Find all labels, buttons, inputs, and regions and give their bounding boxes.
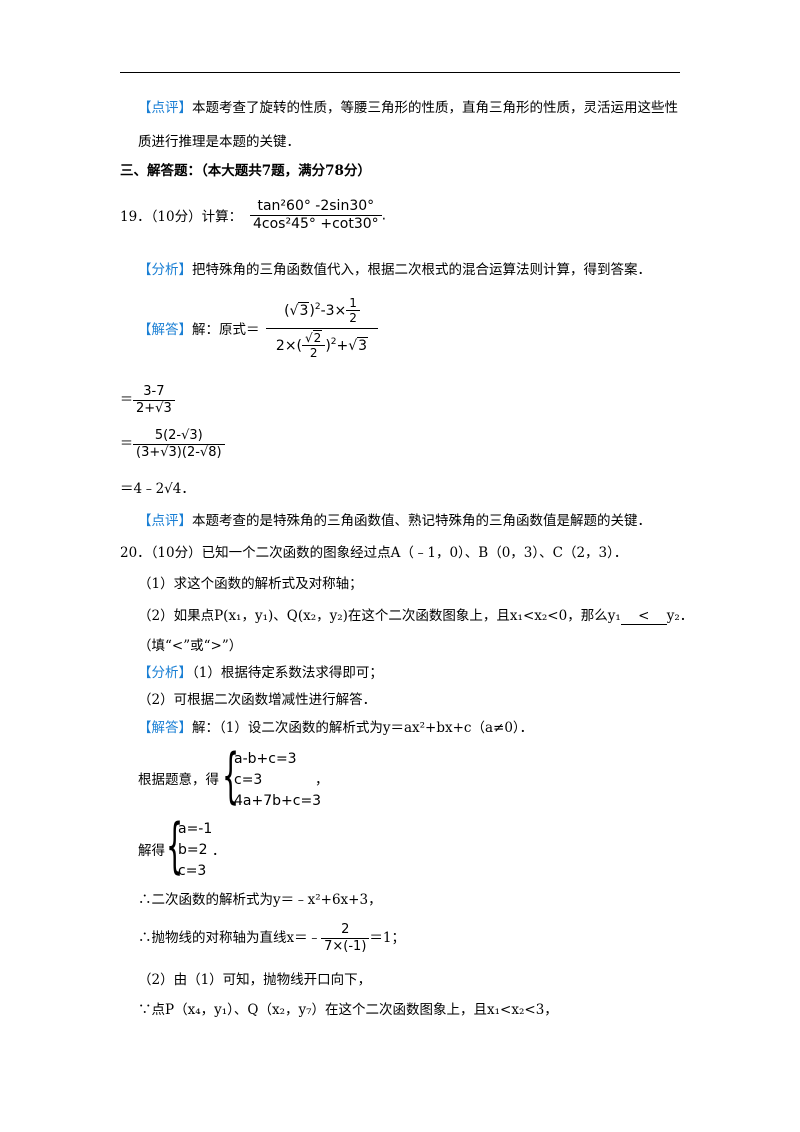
q20-sys1-eq1: a-b+c=3 <box>234 751 297 767</box>
q19-comment-tag: 【点评】 <box>138 513 192 529</box>
q19-answer-lead: 解：原式＝ <box>192 322 260 338</box>
q20-stem-line: 20．（10分）已知一个二次函数的图象经过点A（﹣1，0）、B（0，3）、C（2… <box>120 545 627 561</box>
q20-part2-solution: （2）由（1）可知，抛物线开口向下， <box>138 972 372 988</box>
section-title: 三、解答题： <box>120 163 201 179</box>
q19-step3-num: 5(2-√3) <box>154 428 203 443</box>
comment-text-1: 本题考查了旋转的性质，等腰三角形的性质，直角三角形的性质，灵活运用这些性 <box>192 100 678 116</box>
q20-blank: < <box>620 608 667 626</box>
q20-sys2-eq1: a=-1 <box>178 821 213 837</box>
q20-part2-hint: （填“<”或“>”） <box>138 638 243 654</box>
q20-axis-num: 2 <box>341 922 350 937</box>
q20-sys1-eq2: c=3 <box>234 772 263 788</box>
q20-part2-line: （2）如果点P(x₁，y₁)、Q(x₂，y₂)在这个二次函数图象上，且x₁<x₂… <box>138 608 694 626</box>
q20-analysis-line-1: 【分析】（1）根据待定系数法求得即可； <box>138 665 383 681</box>
q19-analysis: 【分析】把特殊角的三角函数值代入，根据二次根式的混合运算法则计算，得到答案． <box>138 262 651 278</box>
q19-comment: 【点评】本题考查的是特殊角的三角函数值、熟记特殊角的三角函数值是解题的关键． <box>138 513 651 529</box>
q19-analysis-tag: 【分析】 <box>138 262 192 278</box>
q20-part2-end: y₂． <box>666 608 694 624</box>
section-note: （本大题共7题，满分78分） <box>201 163 371 179</box>
q19-step3-den: (3+√3)(2-√8) <box>133 443 225 461</box>
q19-step2: ＝ 3-7 2+√3 <box>120 384 175 416</box>
q19-step4: ＝4﹣2√4． <box>120 481 195 497</box>
comment-line-1: 【点评】本题考查了旋转的性质，等腰三角形的性质，直角三角形的性质，灵活运用这些性 <box>138 100 678 116</box>
q19-score: （10分）计算： <box>150 209 243 225</box>
q20-sys1: a-b+c=3 c=3 4a+7b+c=3 <box>234 749 321 812</box>
q20-axis-den: 7×(-1) <box>321 937 370 955</box>
q19-number-line: 19．（10分）计算： <box>120 209 242 225</box>
q20-stem: （10分）已知一个二次函数的图象经过点A（﹣1，0）、B（0，3）、C（2，3）… <box>150 545 628 561</box>
q19-step2-den: 2+√3 <box>133 399 175 417</box>
comment-tag: 【点评】 <box>138 100 192 116</box>
q20-answer-tag: 【解答】 <box>138 720 192 736</box>
section-heading: 三、解答题：（本大题共7题，满分78分） <box>120 163 371 179</box>
q20-sys1-brace: { <box>222 741 240 811</box>
q19-comment-text: 本题考查的是特殊角的三角函数值、熟记特殊角的三角函数值是解题的关键． <box>192 513 651 529</box>
q20-number: 20． <box>120 545 151 561</box>
q19-expression: tan²60° -2sin30° 4cos²45° +cot30° . <box>250 198 386 233</box>
q19-step2-num: 3-7 <box>143 384 165 399</box>
q20-sys2-brace: { <box>166 811 184 881</box>
q20-sys1-lead: 根据题意，得 <box>138 772 219 788</box>
q20-analysis-2: （2）可根据二次函数增减性进行解答． <box>138 692 377 708</box>
q20-part2: （2）如果点P(x₁，y₁)、Q(x₂，y₂)在这个二次函数图象上，且x₁<x₂… <box>138 608 621 624</box>
q20-part1: （1）求这个函数的解析式及对称轴； <box>138 576 363 592</box>
q19-number: 19． <box>120 209 151 225</box>
q20-sys1-tail: ， <box>315 772 329 788</box>
q20-sys2-lead: 解得 <box>138 843 165 859</box>
q20-sys2-eq3: c=3 <box>178 863 207 879</box>
q20-sys2: a=-1 b=2 c=3 <box>178 819 212 882</box>
q20-axis-tail: ＝1； <box>369 930 405 946</box>
q20-answer-line-1: 【解答】解：（1）设二次函数的解析式为y＝ax²+bx+c（a≠0）． <box>138 720 533 736</box>
header-rule <box>120 72 680 73</box>
q19-step3: ＝ 5(2-√3) (3+√3)(2-√8) <box>120 428 225 460</box>
q20-analysis-tag: 【分析】 <box>138 665 192 681</box>
q19-analysis-text: 把特殊角的三角函数值代入，根据二次根式的混合运算法则计算，得到答案． <box>192 262 651 278</box>
q20-last-line: ∵点P（x₄，y₁）、Q（x₂，y₇）在这个二次函数图象上，且x₁<x₂<3， <box>138 1002 558 1018</box>
q20-sys2-eq2: b=2 <box>178 842 208 858</box>
q20-answer-1: 解：（1）设二次函数的解析式为y＝ax²+bx+c（a≠0）． <box>192 720 534 736</box>
q19-numerator: tan²60° -2sin30° <box>257 198 375 214</box>
q20-sys2-tail: ． <box>212 843 226 859</box>
q20-sys1-eq3: 4a+7b+c=3 <box>234 793 322 809</box>
q19-denominator: 4cos²45° +cot30° <box>250 214 382 233</box>
q20-axis-lead: ∴抛物线的对称轴为直线x＝﹣ <box>138 930 322 946</box>
q20-axis-line: ∴抛物线的对称轴为直线x＝﹣ 2 7×(-1) ＝1； <box>138 922 405 954</box>
q20-analysis-1: （1）根据待定系数法求得即可； <box>192 665 383 681</box>
q19-answer-lead-line: 【解答】解：原式＝ <box>138 322 260 338</box>
q20-func-line: ∴二次函数的解析式为y＝﹣x²+6x+3， <box>138 892 382 908</box>
q19-answer-tag: 【解答】 <box>138 322 192 338</box>
comment-line-2: 质进行推理是本题的关键． <box>138 134 300 150</box>
